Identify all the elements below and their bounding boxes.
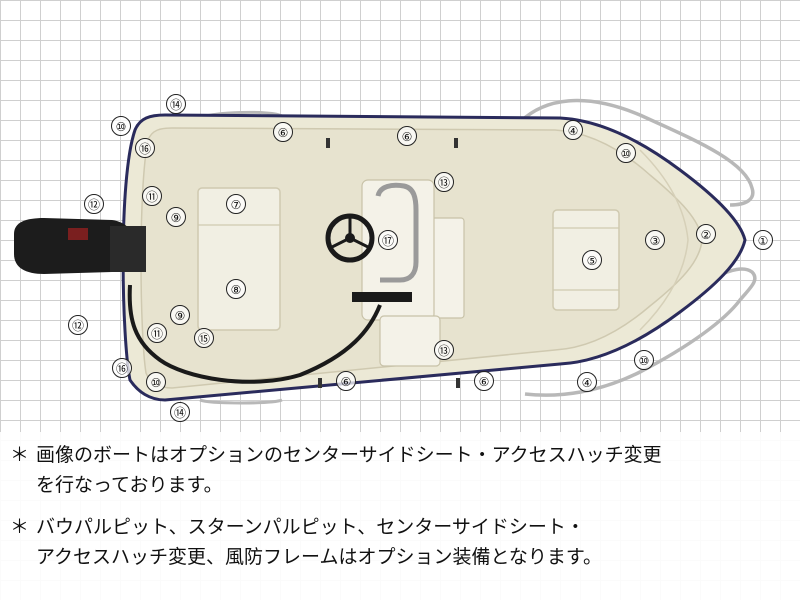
callout-14-top: ⑭ [166, 94, 186, 114]
callout-1: ① [753, 230, 773, 250]
access-hatch [379, 315, 441, 367]
callout-16-top: ⑯ [135, 138, 155, 158]
stern-seat [197, 187, 281, 331]
callout-4-top: ④ [563, 120, 583, 140]
callout-15: ⑮ [194, 328, 214, 348]
outboard-engine [14, 218, 134, 274]
callout-6-bottom-right: ⑥ [474, 371, 494, 391]
note-1-line1: 画像のボートはオプションのセンターサイドシート・アクセスハッチ変更 [36, 444, 662, 466]
callout-13-bottom: ⑬ [434, 340, 454, 360]
bow-rail-bottom [524, 267, 757, 397]
callout-3: ③ [645, 230, 665, 250]
callout-11-bottom: ⑪ [147, 323, 167, 343]
callout-6-top-right: ⑥ [397, 126, 417, 146]
callout-13-top: ⑬ [434, 172, 454, 192]
note-1: ＊ 画像のボートはオプションのセンターサイドシート・アクセスハッチ変更 を行なって… [10, 440, 795, 500]
stern-rail-bottom [199, 398, 283, 405]
callout-2: ② [696, 224, 716, 244]
callout-10-top-left: ⑩ [111, 116, 131, 136]
callout-9-top: ⑨ [166, 207, 186, 227]
note-2-line1: バウパルピット、スターンパルピット、センターサイドシート・ [36, 516, 585, 538]
callout-12-top: ⑫ [84, 194, 104, 214]
callout-10-bottom-left: ⑩ [146, 372, 166, 392]
callout-9-bottom: ⑨ [170, 305, 190, 325]
note-2-line2: アクセスハッチ変更、風防フレームはオプション装備となります。 [36, 546, 603, 568]
callout-4-bottom: ④ [577, 372, 597, 392]
note-2-mark: ＊ [10, 516, 30, 538]
callout-11-top: ⑪ [142, 186, 162, 206]
callout-12-bottom: ⑫ [68, 315, 88, 335]
callout-10-bottom-right: ⑩ [634, 350, 654, 370]
bow-rail-top [518, 98, 755, 207]
center-console [431, 217, 465, 319]
callout-14-bottom: ⑭ [170, 402, 190, 422]
note-2: ＊ バウパルピット、スターンパルピット、センターサイドシート・ アクセスハッチ変更… [10, 512, 795, 572]
callout-17: ⑰ [378, 230, 398, 250]
callout-5: ⑤ [582, 250, 602, 270]
callout-10-top-right: ⑩ [616, 143, 636, 163]
control-cable [127, 284, 382, 384]
callout-16-bottom: ⑯ [112, 358, 132, 378]
windshield-frame [375, 182, 419, 283]
note-1-line2: を行なっております。 [36, 474, 223, 496]
notes-panel: ＊ 画像のボートはオプションのセンターサイドシート・アクセスハッチ変更 を行なって… [0, 432, 800, 600]
callout-8: ⑧ [226, 279, 246, 299]
callout-7: ⑦ [226, 194, 246, 214]
callout-6-bottom-left: ⑥ [336, 371, 356, 391]
throttle [352, 292, 412, 302]
callout-6-top-left: ⑥ [273, 122, 293, 142]
note-1-mark: ＊ [10, 444, 30, 466]
